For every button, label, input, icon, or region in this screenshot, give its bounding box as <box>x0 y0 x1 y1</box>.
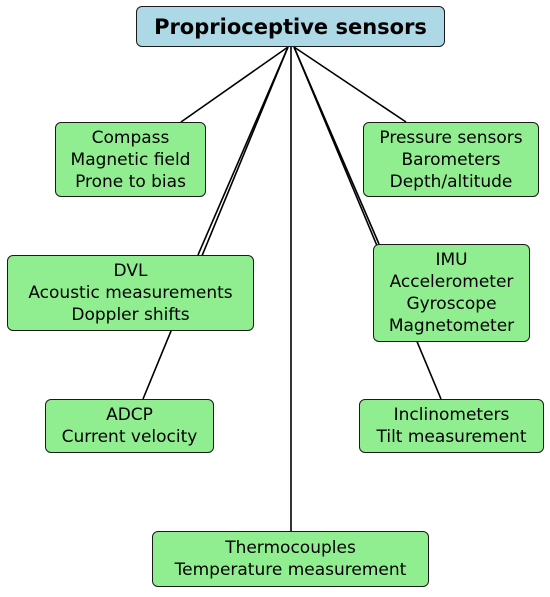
node-thermocouples: Thermocouples Temperature measurement <box>152 531 429 587</box>
node-thermocouples-line-2: Temperature measurement <box>174 560 407 580</box>
node-imu-line-2: Accelerometer <box>389 272 514 292</box>
connector-root-compass <box>180 46 289 123</box>
node-inclinometers: Inclinometers Tilt measurement <box>359 399 544 453</box>
node-compass-line-2: Magnetic field <box>70 149 191 170</box>
node-pressure-line-2: Barometers <box>401 149 501 170</box>
node-compass-title: Compass <box>91 127 170 148</box>
connector-root-pressure <box>293 46 407 123</box>
node-dvl-title: DVL <box>113 261 148 281</box>
node-adcp-title: ADCP <box>106 405 153 425</box>
root-node-label: Proprioceptive sensors <box>154 14 427 39</box>
node-pressure-title: Pressure sensors <box>379 127 523 148</box>
node-imu-line-4: Magnetometer <box>388 316 515 336</box>
node-imu-title: IMU <box>435 250 468 270</box>
node-inclinometers-title: Inclinometers <box>393 405 510 425</box>
connector-root-inclinometers <box>293 46 442 400</box>
node-dvl-line-3: Doppler shifts <box>71 305 190 325</box>
node-adcp-line-2: Current velocity <box>61 427 198 447</box>
node-compass: Compass Magnetic field Prone to bias <box>55 122 206 197</box>
node-imu-line-3: Gyroscope <box>406 294 497 314</box>
root-node-proprioceptive-sensors: Proprioceptive sensors <box>136 6 445 47</box>
node-compass-line-3: Prone to bias <box>75 171 186 192</box>
node-dvl: DVL Acoustic measurements Doppler shifts <box>7 255 254 331</box>
node-pressure-sensors: Pressure sensors Barometers Depth/altitu… <box>363 122 539 197</box>
connector-root-adcp <box>142 46 289 400</box>
node-pressure-line-3: Depth/altitude <box>389 171 513 192</box>
node-adcp: ADCP Current velocity <box>45 399 214 453</box>
node-dvl-line-2: Acoustic measurements <box>28 283 233 303</box>
node-imu: IMU Accelerometer Gyroscope Magnetometer <box>373 244 530 342</box>
node-inclinometers-line-2: Tilt measurement <box>376 427 527 447</box>
node-thermocouples-title: Thermocouples <box>225 538 356 558</box>
